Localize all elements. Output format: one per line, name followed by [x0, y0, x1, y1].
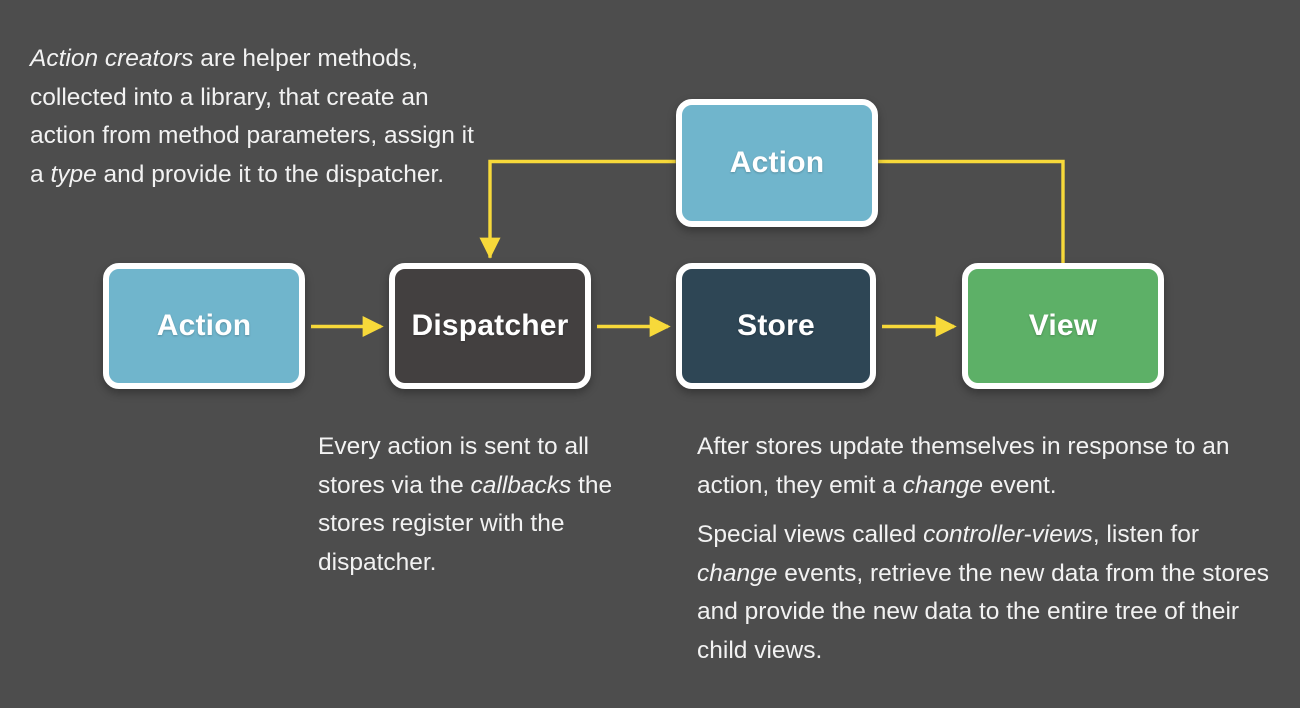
node-dispatcher-label: Dispatcher	[411, 309, 569, 342]
caption-store-paragraph: After stores update themselves in respon…	[697, 428, 1269, 505]
node-store[interactable]: Store	[676, 263, 876, 389]
node-action-left[interactable]: Action	[103, 263, 305, 389]
node-view-label: View	[1028, 309, 1098, 342]
caption-right-p2-italic-change: change	[697, 559, 778, 587]
node-store-label: Store	[737, 309, 815, 342]
caption-right-p2-part2: , listen for	[1092, 521, 1200, 548]
node-action-top[interactable]: Action	[676, 99, 878, 227]
caption-dispatcher-text: Every action is sent to all stores via t…	[318, 428, 662, 582]
caption-dispatcher: Every action is sent to all stores via t…	[318, 428, 662, 582]
caption-action-creators: Action creators are helper methods, coll…	[30, 40, 480, 194]
node-action-left-label: Action	[156, 309, 252, 342]
caption-right-p2-part3: events, retrieve the new data from the s…	[697, 559, 1269, 664]
node-view[interactable]: View	[962, 263, 1164, 389]
caption-intro-rest: are helper methods, collected into a lib…	[30, 45, 474, 188]
caption-view-paragraph: Special views called controller-views, l…	[697, 516, 1269, 670]
node-action-top-label: Action	[729, 146, 825, 179]
edge-action-top-to-dispatcher	[479, 159, 676, 259]
caption-store-view: After stores update themselves in respon…	[697, 428, 1269, 670]
caption-intro-italic-lead: Action creators	[30, 45, 194, 72]
node-dispatcher[interactable]: Dispatcher	[389, 263, 591, 389]
caption-right-p2-italic-controller-views: controller-views	[923, 521, 1093, 548]
caption-intro-tail: and provide it to the dispatcher.	[96, 160, 445, 188]
edge-view-to-action-top	[878, 159, 1065, 264]
caption-right-p1-italic-change: change	[902, 471, 984, 499]
caption-action-creators-text: Action creators are helper methods, coll…	[30, 40, 480, 194]
caption-mid-part2: the stores register with the dispatcher.	[318, 471, 613, 576]
caption-intro-italic-type: type	[50, 160, 97, 188]
caption-mid-italic-callbacks: callbacks	[470, 471, 572, 499]
caption-right-p1-part2: event.	[983, 471, 1057, 499]
caption-mid-part1: Every action is sent to all stores via t…	[318, 433, 589, 499]
caption-right-p2-part1: Special views called	[697, 521, 924, 548]
caption-right-p1-part1: After stores update themselves in respon…	[697, 433, 1230, 499]
